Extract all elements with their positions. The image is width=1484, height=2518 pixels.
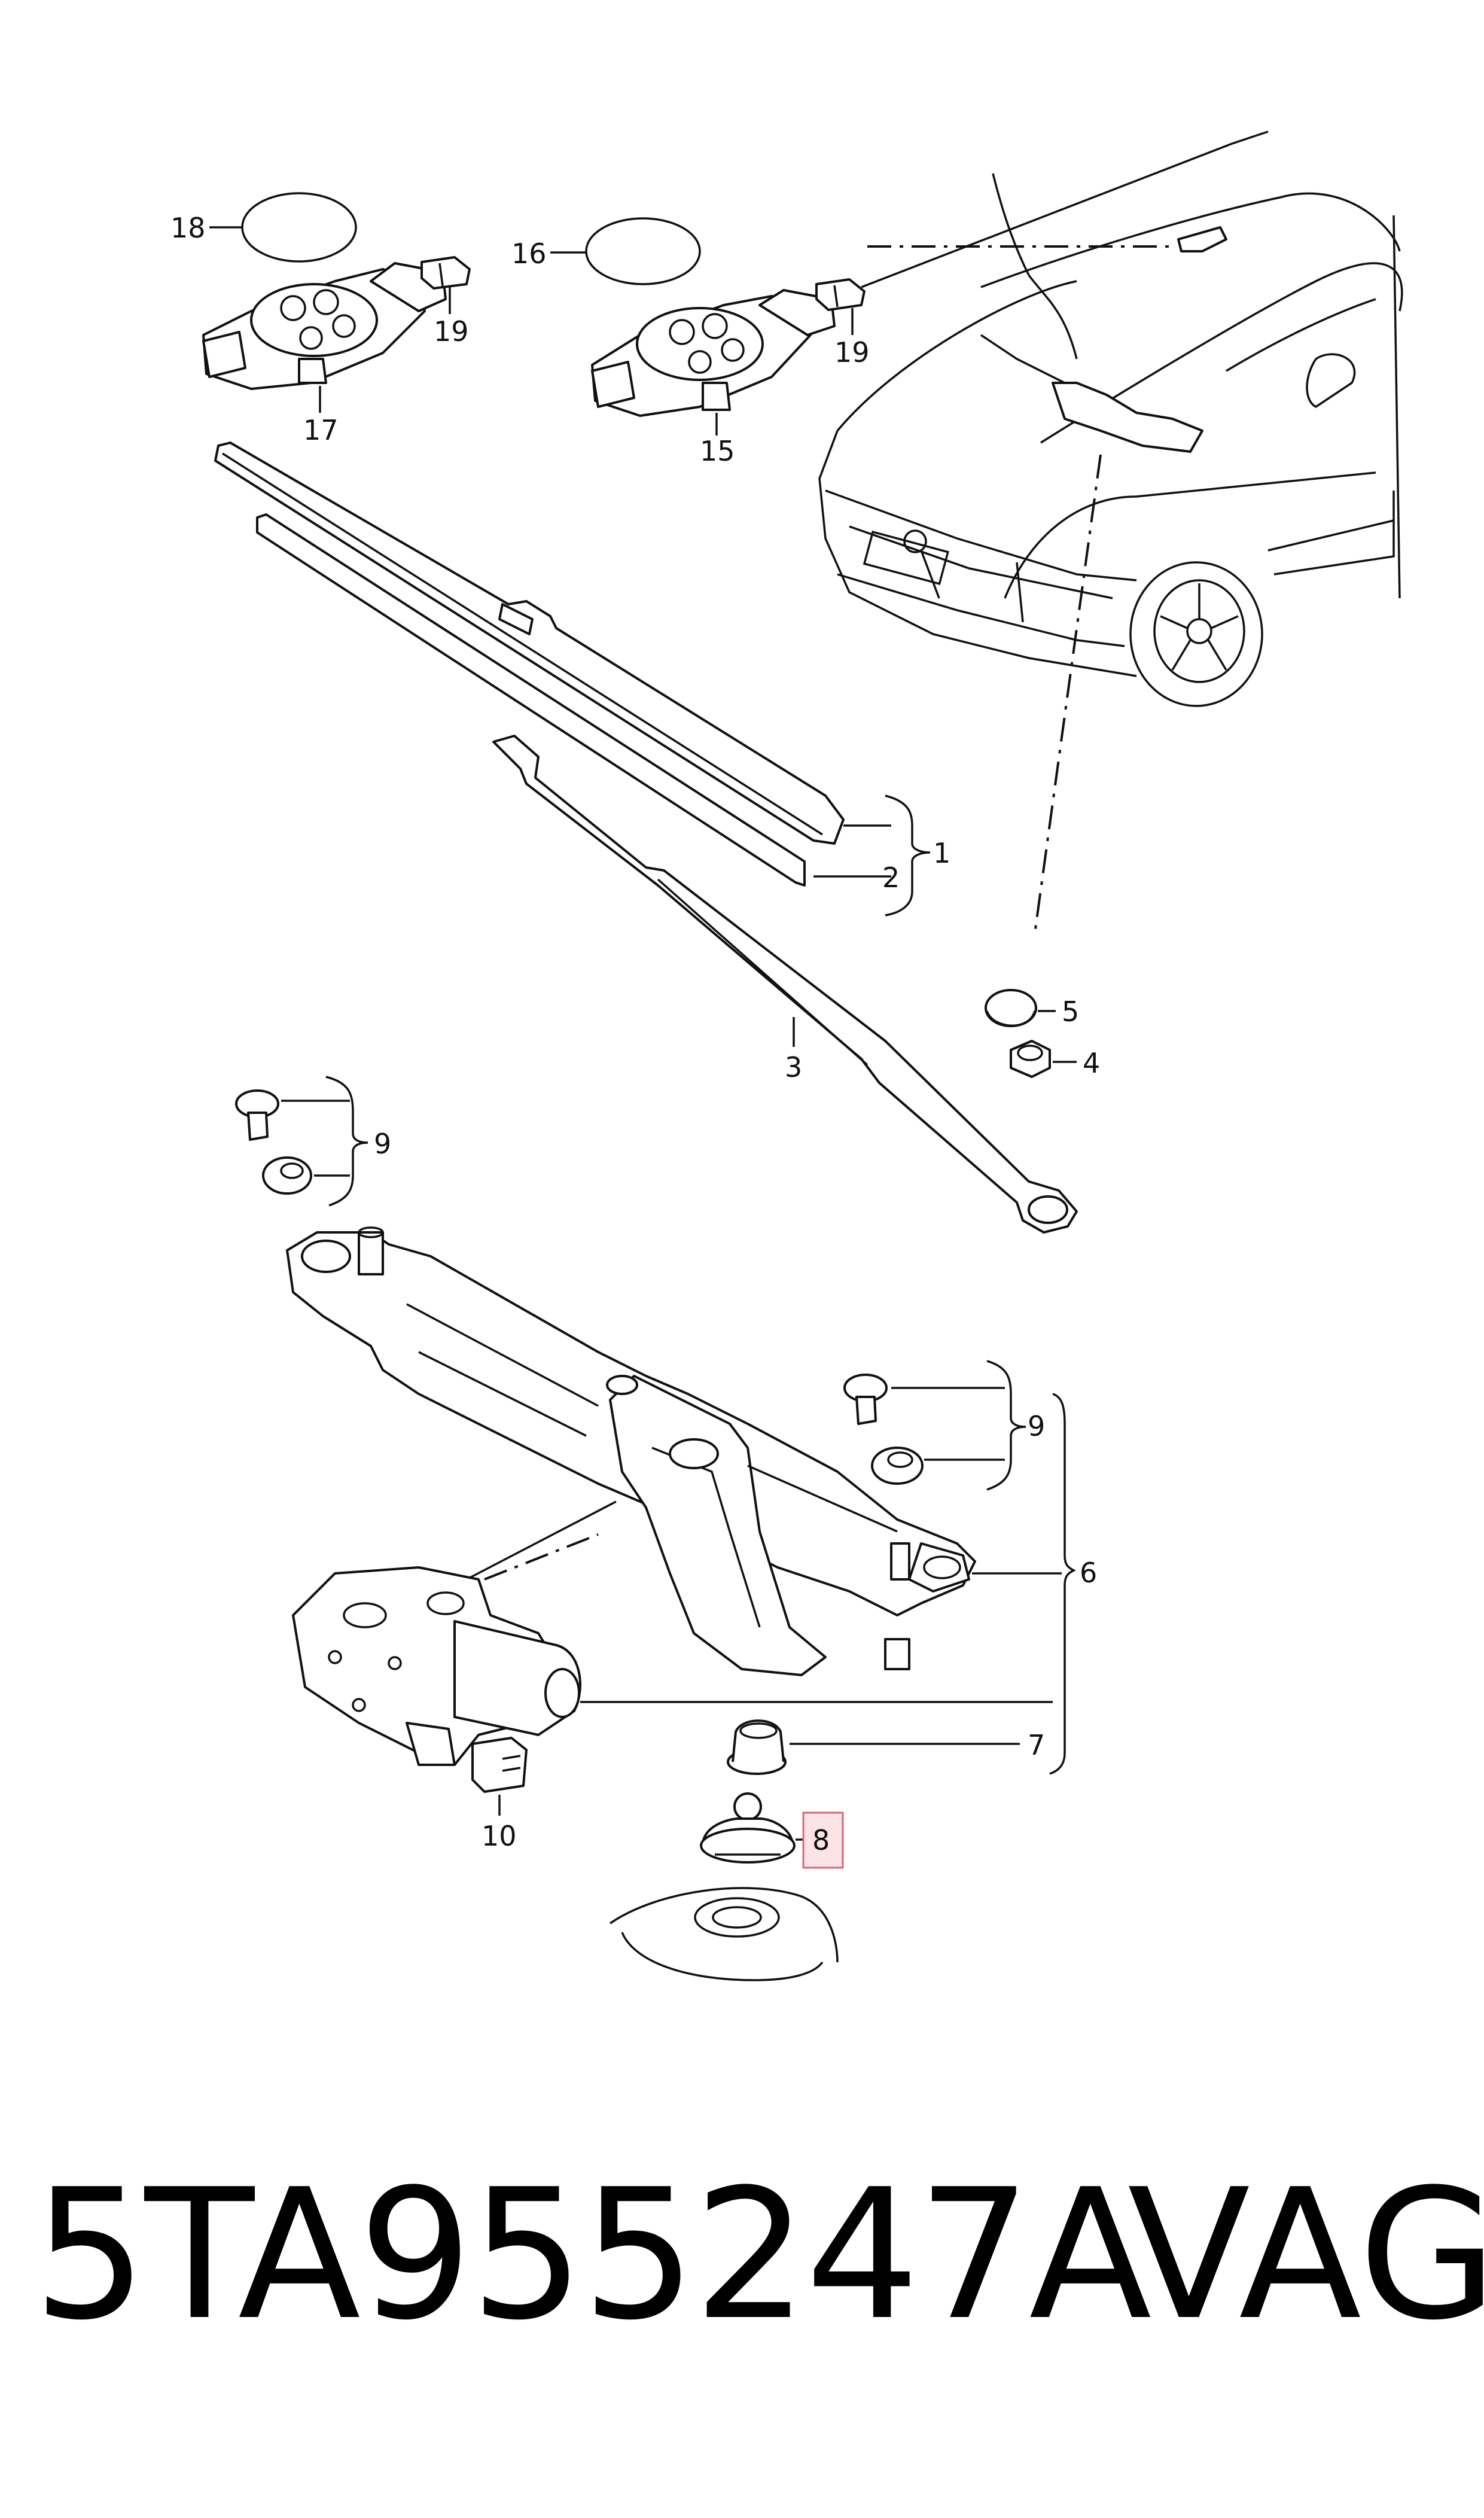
part-number: 5TA955247A bbox=[33, 2151, 1151, 2359]
callout-1: 1 bbox=[933, 837, 950, 869]
highlight-box-8 bbox=[802, 1811, 844, 1869]
parts-diagram: 18 17 19 16 15 19 bbox=[170, 130, 1403, 1981]
callout-7: 7 bbox=[1028, 1729, 1045, 1761]
callout-15: 15 bbox=[700, 435, 735, 467]
bolt-9-right bbox=[843, 1374, 888, 1425]
hex-nut-4 bbox=[1010, 1040, 1051, 1078]
callout-6: 6 bbox=[1080, 1557, 1097, 1589]
grommet-9-left bbox=[262, 1156, 312, 1195]
rain-sensor-17 bbox=[202, 262, 447, 390]
callout-8: 8 bbox=[812, 1824, 830, 1856]
callout-9-left: 9 bbox=[374, 1128, 391, 1160]
clip-19-left bbox=[420, 256, 471, 290]
grommet-9-right bbox=[871, 1447, 924, 1485]
rubber-mount-7 bbox=[727, 1719, 787, 1775]
callout-19-left: 19 bbox=[434, 315, 469, 348]
sensor-gasket-16 bbox=[585, 217, 701, 285]
wiper-linkage-frame bbox=[286, 1226, 976, 1676]
wiper-motor bbox=[292, 1566, 581, 1766]
callout-3: 3 bbox=[785, 1051, 802, 1083]
callout-10: 10 bbox=[482, 1820, 517, 1852]
callout-4: 4 bbox=[1083, 1047, 1100, 1079]
callout-18: 18 bbox=[170, 212, 206, 244]
car-front-view bbox=[818, 130, 1403, 707]
clip-19-right bbox=[815, 278, 866, 311]
wiper-blade bbox=[214, 442, 845, 887]
bolt-9-left bbox=[235, 1089, 279, 1141]
wiper-arm bbox=[492, 735, 1078, 1234]
rubber-buffer-8 bbox=[700, 1792, 796, 1864]
rain-sensor-15 bbox=[591, 289, 836, 417]
callout-2: 2 bbox=[882, 861, 900, 894]
callout-17: 17 bbox=[303, 414, 339, 446]
brand-label: VAG bbox=[1128, 2151, 1484, 2359]
callout-5: 5 bbox=[1062, 995, 1079, 1028]
sensor-gasket-18 bbox=[241, 192, 357, 263]
connector-10 bbox=[471, 1737, 528, 1793]
callout-19-right: 19 bbox=[834, 336, 870, 369]
callout-9-right: 9 bbox=[1028, 1410, 1045, 1442]
cover-cap-5 bbox=[985, 989, 1037, 1027]
callout-16: 16 bbox=[511, 238, 547, 270]
mounting-surface bbox=[610, 1887, 839, 1981]
